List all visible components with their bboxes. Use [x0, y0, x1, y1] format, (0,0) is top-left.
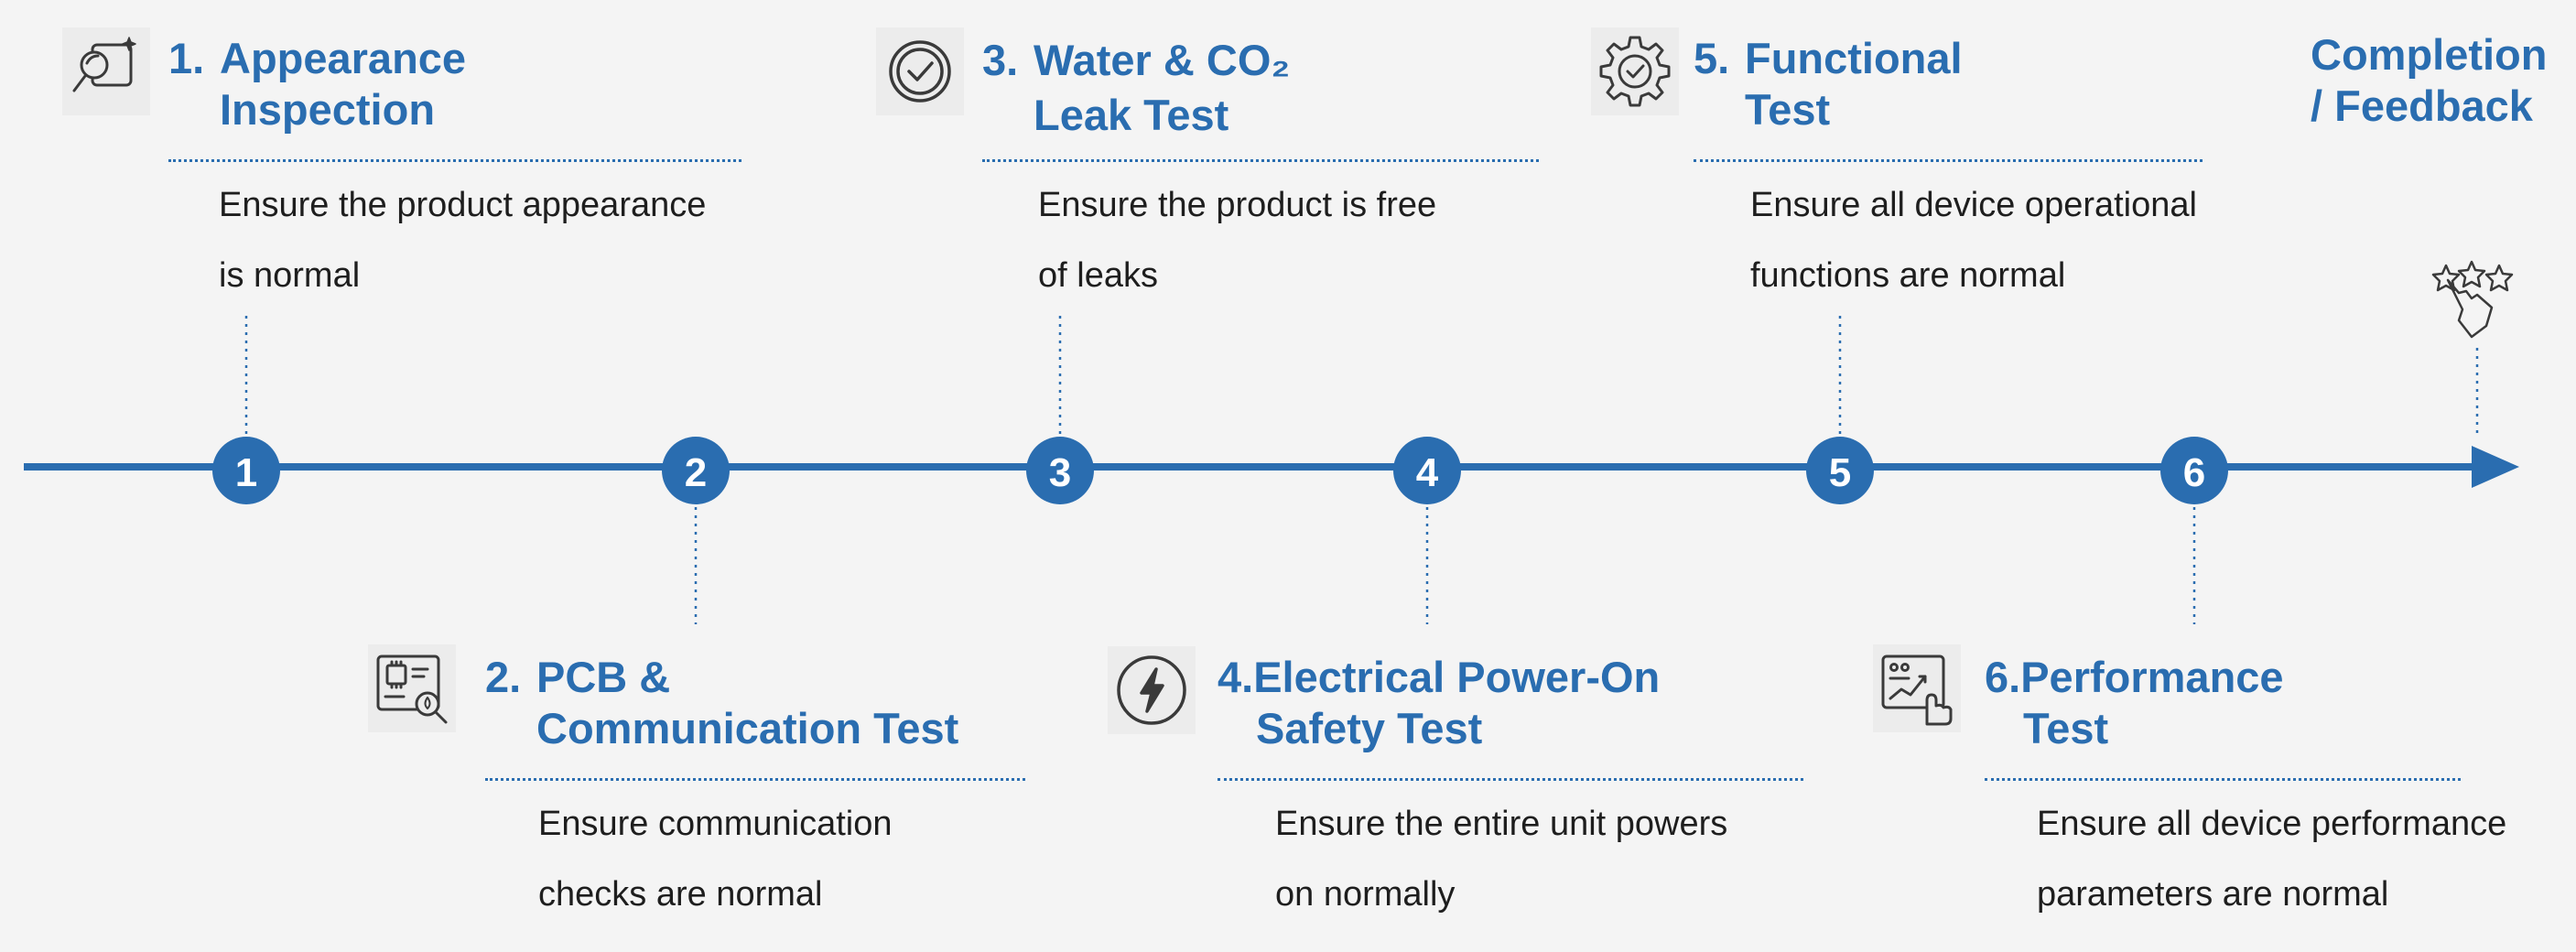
step-marker-label: 5 — [1829, 450, 1851, 495]
step-marker-5: 5 — [1806, 437, 1874, 504]
magnifier-inspection-icon — [72, 37, 136, 92]
step-6-description: Ensure all device performance parameters… — [2037, 789, 2506, 930]
step-6-title-line2: Test — [2023, 704, 2109, 752]
step-1-description: Ensure the product appearance is normal — [219, 170, 706, 311]
step-4-description: Ensure the entire unit powers on normall… — [1275, 789, 1727, 930]
step-2-divider — [485, 778, 1025, 781]
step-1-title-line1: Appearance — [220, 34, 467, 82]
step-4-title-line2: Safety Test — [1256, 704, 1483, 752]
step-2-description: Ensure communication checks are normal — [538, 789, 893, 930]
step-4-desc-line1: Ensure the entire unit powers — [1275, 805, 1728, 843]
step-4-icon-box — [1108, 646, 1196, 734]
step-1-divider — [168, 159, 741, 162]
circuit-board-search-icon — [376, 654, 448, 724]
step-1-desc-line1: Ensure the product appearance — [219, 186, 707, 224]
rating-stars-hand-icon — [2431, 260, 2514, 339]
step-5-desc-line2: functions are normal — [1750, 256, 2066, 295]
step-5-icon-box — [1591, 27, 1679, 115]
step-5-divider — [1694, 159, 2203, 162]
step-3-icon-box — [876, 27, 964, 115]
step-5-desc-line1: Ensure all device operational — [1750, 186, 2197, 224]
step-1-prefix: 1. — [168, 34, 205, 82]
step-2-title-line2: Communication Test — [536, 704, 959, 752]
step-4-title: 4.Electrical Power-On Safety Test — [1218, 652, 1660, 754]
step-3-title-line1: Water & CO₂ — [1034, 36, 1291, 84]
step-marker-label: 6 — [2183, 450, 2205, 495]
timeline-arrowhead — [2472, 446, 2519, 488]
step-4-title-line1: Electrical Power-On — [1253, 653, 1661, 701]
step-4-prefix: 4. — [1218, 653, 1254, 701]
step-6-title-line1: Performance — [2020, 653, 2284, 701]
step-6-divider — [1985, 778, 2461, 781]
step-2-desc-line1: Ensure communication — [538, 805, 893, 843]
step-marker-label: 2 — [685, 450, 707, 495]
step-6-prefix: 6. — [1985, 653, 2021, 701]
step-6-icon-box — [1873, 644, 1961, 732]
step-5-title: 5. Functional Test — [1694, 33, 1963, 135]
step-marker-3: 3 — [1026, 437, 1094, 504]
step-5-title-line2: Test — [1745, 85, 1831, 134]
step-marker-6: 6 — [2160, 437, 2228, 504]
step-6-desc-line2: parameters are normal — [2037, 875, 2389, 914]
step-4-divider — [1218, 778, 1803, 781]
step-3-description: Ensure the product is free of leaks — [1038, 170, 1436, 311]
step-5-description: Ensure all device operational functions … — [1750, 170, 2197, 311]
lightning-bolt-icon — [1117, 655, 1186, 725]
step-3-divider — [982, 159, 1539, 162]
step-1-icon-box — [62, 27, 150, 115]
step-marker-label: 4 — [1416, 450, 1439, 495]
step-2-desc-line2: checks are normal — [538, 875, 823, 914]
step-3-prefix: 3. — [982, 36, 1019, 84]
performance-chart-icon — [1881, 654, 1953, 726]
step-marker-label: 1 — [235, 450, 257, 495]
completion-line2: / Feedback — [2311, 81, 2533, 130]
step-3-title-line2: Leak Test — [1034, 91, 1229, 139]
step-1-desc-line2: is normal — [219, 256, 361, 295]
gear-check-icon — [1599, 36, 1671, 107]
step-3-desc-line1: Ensure the product is free — [1038, 186, 1437, 224]
step-marker-4: 4 — [1393, 437, 1461, 504]
step-marker-2: 2 — [662, 437, 730, 504]
step-marker-label: 3 — [1049, 450, 1071, 495]
step-6-desc-line1: Ensure all device performance — [2037, 805, 2507, 843]
check-circle-icon — [889, 40, 951, 103]
completion-title: Completion / Feedback — [2311, 29, 2547, 132]
completion-line1: Completion — [2311, 30, 2548, 79]
step-3-desc-line2: of leaks — [1038, 256, 1158, 295]
step-6-title: 6.Performance Test — [1985, 652, 2284, 754]
step-3-title: 3. Water & CO₂ Leak Test — [982, 35, 1290, 141]
step-2-title: 2. PCB & Communication Test — [485, 652, 958, 754]
step-marker-1: 1 — [212, 437, 280, 504]
step-2-prefix: 2. — [485, 653, 522, 701]
step-2-icon-box — [368, 644, 456, 732]
step-5-title-line1: Functional — [1745, 34, 1963, 82]
step-2-title-line1: PCB & — [536, 653, 671, 701]
step-1-title-line2: Inspection — [220, 85, 436, 134]
step-5-prefix: 5. — [1694, 34, 1730, 82]
step-4-desc-line2: on normally — [1275, 875, 1456, 914]
step-1-title: 1. Appearance Inspection — [168, 33, 466, 135]
